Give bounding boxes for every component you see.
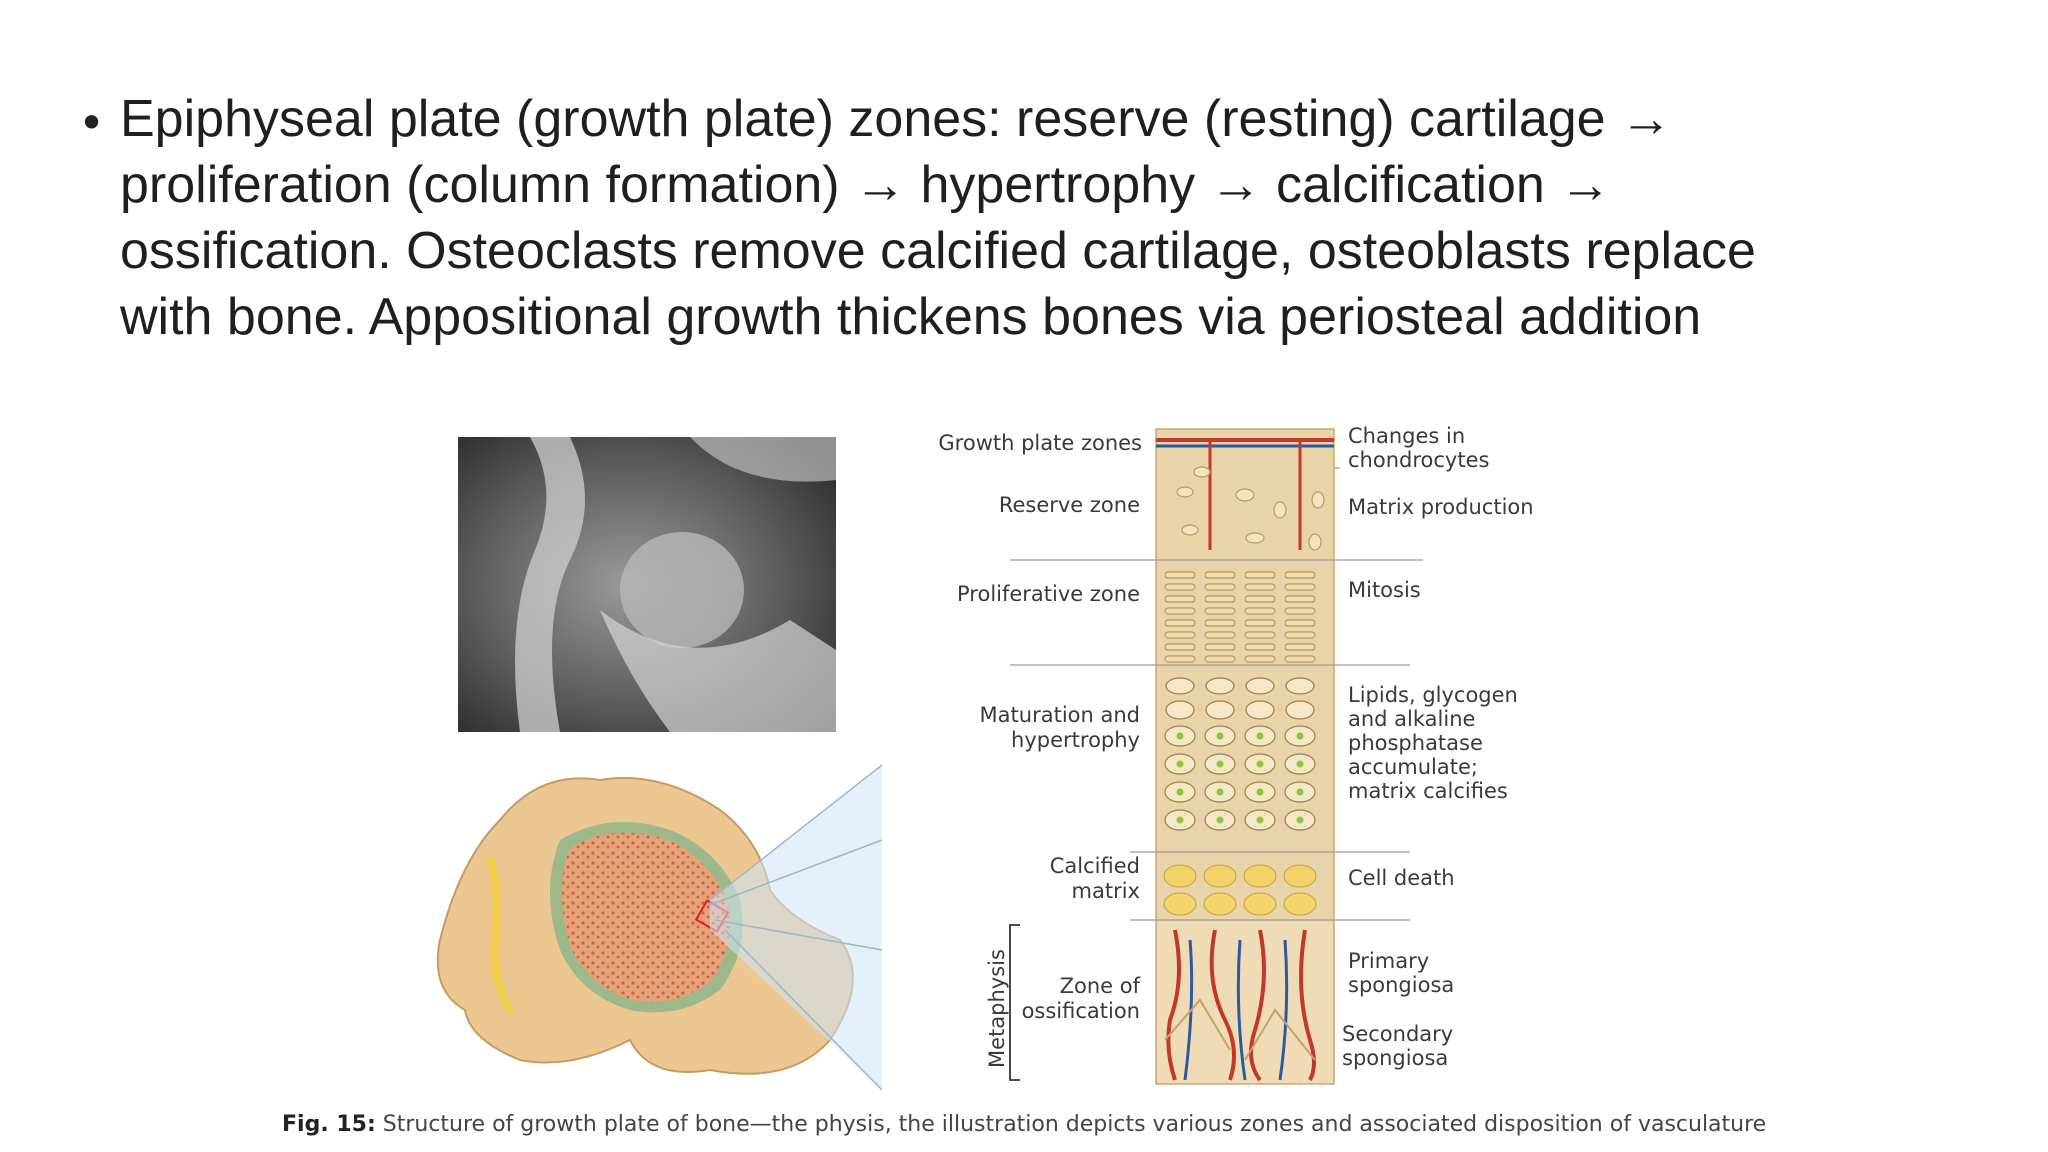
label-secondary-line1: Secondary <box>1342 1022 1453 1046</box>
label-calcified-line1: Calcified <box>1050 854 1140 878</box>
label-lipids-line3: phosphatase <box>1348 731 1483 755</box>
label-changes-line1: Changes in <box>1348 424 1465 448</box>
label-changes-line2: chondrocytes <box>1348 448 1489 472</box>
label-mitosis: Mitosis <box>1348 578 1421 602</box>
label-maturation-line1: Maturation and <box>980 703 1140 727</box>
growth-plate-column <box>1155 428 1335 1085</box>
bullet-text: Epiphyseal plate (growth plate) zones: r… <box>120 90 1756 346</box>
label-reserve-zone: Reserve zone <box>999 493 1140 517</box>
label-lipids-line5: matrix calcifies <box>1348 779 1508 803</box>
label-ossification-line1: Zone of <box>1060 974 1141 998</box>
label-proliferative-zone: Proliferative zone <box>957 582 1140 606</box>
label-lipids-line4: accumulate; <box>1348 755 1478 779</box>
metaphysis-bracket <box>1009 924 1020 1081</box>
label-secondary-line2: spongiosa <box>1342 1046 1448 1070</box>
figure-caption: Fig. 15: Structure of growth plate of bo… <box>282 1112 1766 1137</box>
projection-lines <box>709 764 883 1091</box>
caption-text: Structure of growth plate of bone—the ph… <box>375 1112 1767 1137</box>
bullet-block: • Epiphyseal plate (growth plate) zones:… <box>78 86 1838 396</box>
bullet-marker: • <box>78 96 106 150</box>
growth-plate-illustration: Growth plate zones Reserve zone Prolifer… <box>436 424 1534 1091</box>
label-growth-plate-zones: Growth plate zones <box>938 431 1142 455</box>
label-calcified-line2: matrix <box>1072 879 1140 903</box>
label-primary-line1: Primary <box>1348 949 1429 973</box>
label-lipids-line1: Lipids, glycogen <box>1348 683 1518 707</box>
label-matrix-production: Matrix production <box>1348 495 1534 519</box>
label-ossification-line2: ossification <box>1022 999 1140 1023</box>
label-lipids-line2: and alkaline <box>1348 707 1475 731</box>
zone-dividers <box>1010 467 1423 921</box>
caption-label: Fig. 15: <box>282 1112 376 1137</box>
label-maturation-line2: hypertrophy <box>1011 728 1140 752</box>
xray-image <box>458 437 836 732</box>
label-metaphysis: Metaphysis <box>985 949 1009 1068</box>
label-primary-line2: spongiosa <box>1348 973 1454 997</box>
growth-plate-figure: Growth plate zones Reserve zone Prolifer… <box>270 420 1810 1152</box>
label-cell-death: Cell death <box>1348 866 1455 890</box>
